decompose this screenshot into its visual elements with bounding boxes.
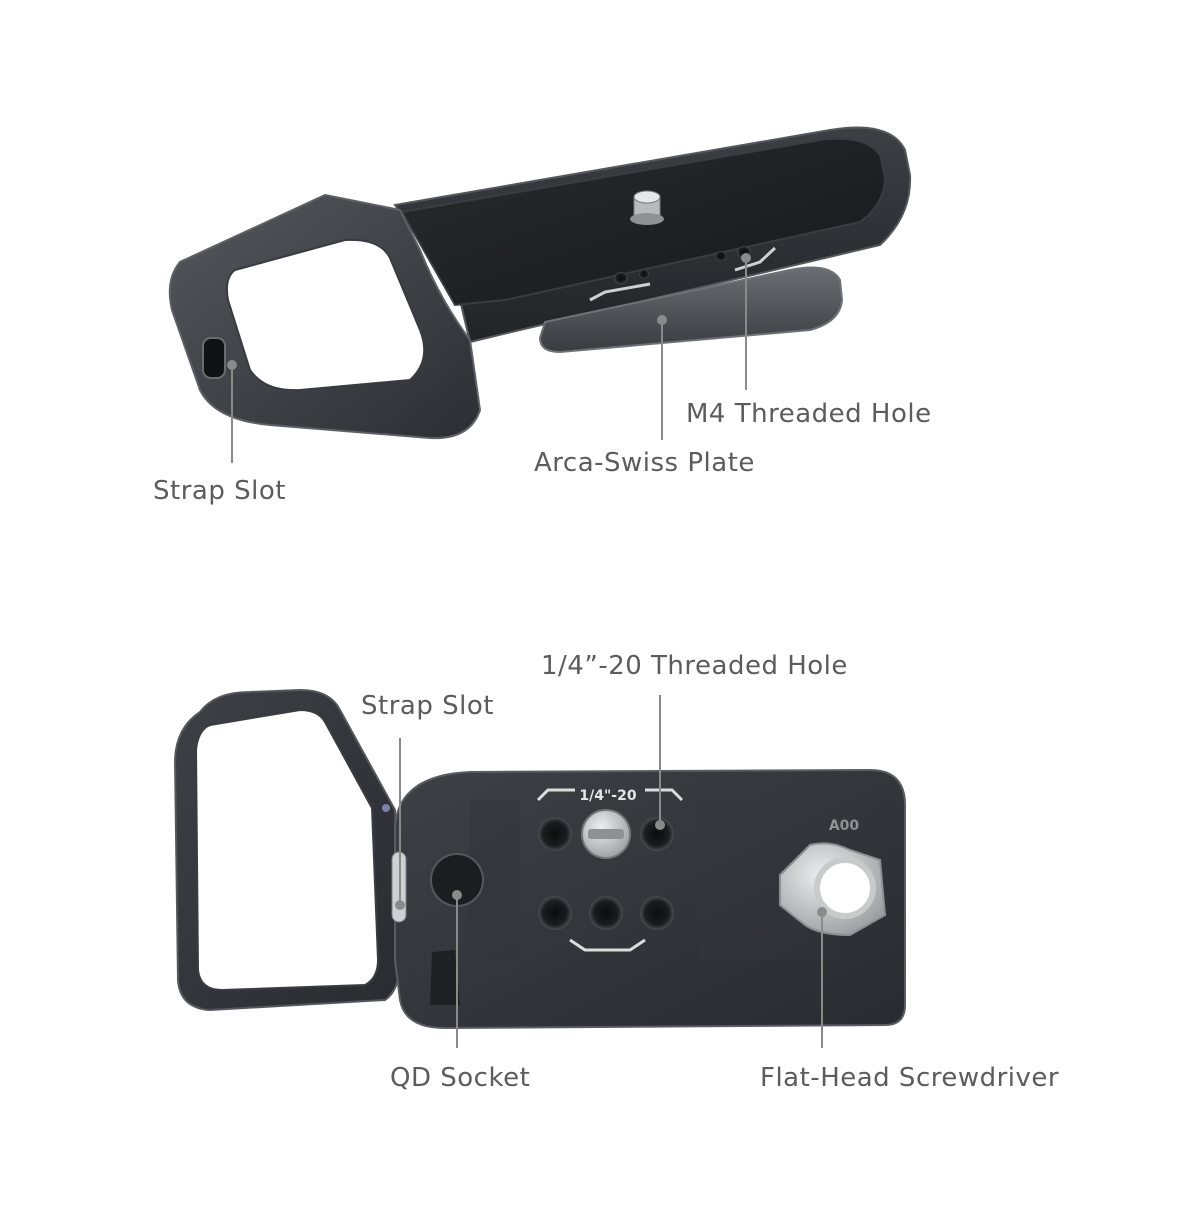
m4-hole-side-1 xyxy=(614,272,628,284)
top-view-cage xyxy=(168,126,912,440)
leader-dot-arca-swiss xyxy=(657,315,667,325)
quarter-20-hole-2 xyxy=(640,817,674,851)
label-quarter-20-threaded-hole: 1/4”-20 Threaded Hole xyxy=(541,651,848,681)
label-qd-socket: QD Socket xyxy=(390,1063,531,1093)
panel-left xyxy=(470,800,520,960)
quarter-20-hole-4 xyxy=(589,896,623,930)
engraving-bracket-top-left xyxy=(536,788,575,802)
arca-swiss-rail xyxy=(538,266,844,354)
cage-frame-opening xyxy=(225,238,426,392)
bottom-frame-opening xyxy=(194,708,380,992)
flat-head-screwdriver xyxy=(779,842,887,937)
leader-dot-m4-hole xyxy=(741,253,751,263)
leader-dot-screwdriver xyxy=(817,907,827,917)
quarter-20-hole-5 xyxy=(640,896,674,930)
label-strap-slot-top: Strap Slot xyxy=(153,476,286,506)
engraving-mark-left xyxy=(589,282,651,302)
quarter-20-hole-3 xyxy=(538,896,572,930)
bottom-view-cage xyxy=(173,688,906,1030)
leader-dot-strap-slot-bottom xyxy=(395,900,405,910)
m4-hole-side-2 xyxy=(639,269,649,279)
bottom-mount-screw xyxy=(581,809,631,859)
bottom-base-rail xyxy=(430,950,460,1005)
leader-dot-quarter-20 xyxy=(655,820,665,830)
engraving-thread-size: 1/4"-20 xyxy=(579,788,636,804)
engraving-mark-right xyxy=(734,246,777,272)
leader-dot-strap-slot-top xyxy=(227,360,237,370)
m4-hole-side-3 xyxy=(715,251,727,261)
label-flat-head-screwdriver: Flat-Head Screwdriver xyxy=(760,1063,1060,1093)
engraving-bracket-top-right xyxy=(645,788,684,802)
top-mount-screw xyxy=(630,190,664,225)
engraving-model-code: A00 xyxy=(829,818,860,834)
engraving-bracket-bottom xyxy=(569,938,646,952)
label-strap-slot-bottom: Strap Slot xyxy=(361,691,494,721)
leader-dot-qd-socket xyxy=(452,890,462,900)
indicator-dot xyxy=(382,804,390,812)
strap-slot-top xyxy=(202,337,226,379)
quarter-20-hole-1 xyxy=(538,817,572,851)
label-m4-threaded-hole: M4 Threaded Hole xyxy=(686,399,932,429)
label-arca-swiss-plate: Arca-Swiss Plate xyxy=(534,448,755,478)
